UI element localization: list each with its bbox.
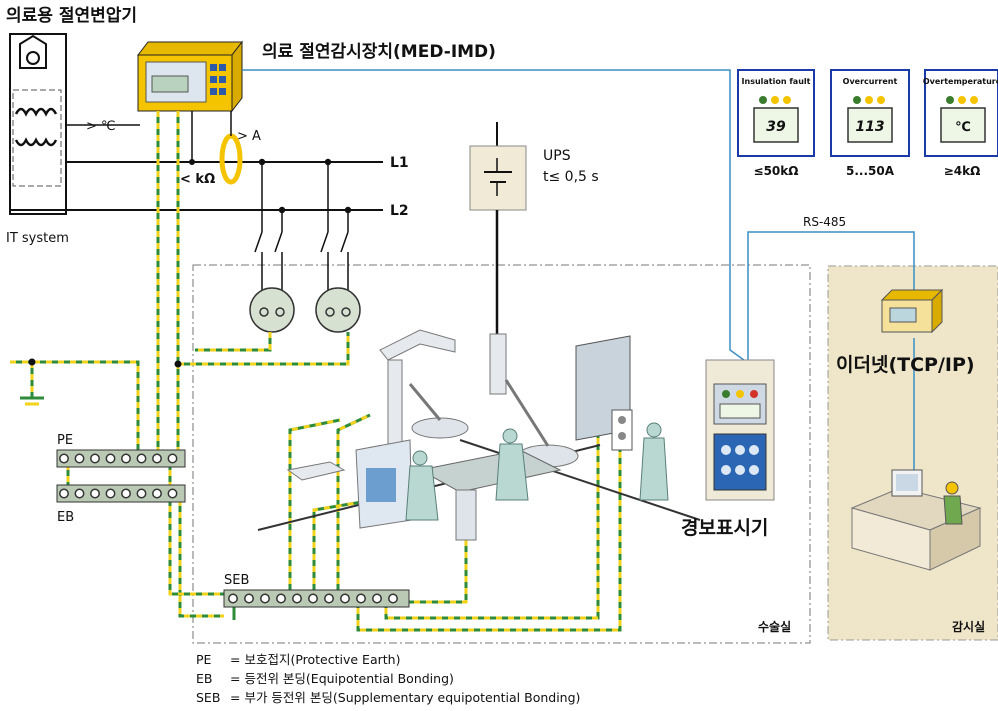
bar-terminal — [167, 488, 178, 499]
bar-terminal — [340, 593, 350, 604]
workstation — [850, 469, 982, 571]
bar-terminal — [121, 488, 131, 499]
bar-terminal — [90, 453, 100, 464]
eb-bar — [56, 484, 186, 503]
bar-terminal — [121, 453, 131, 464]
ethernet-label: 이더넷(TCP/IP) — [836, 354, 975, 376]
bar-terminal — [136, 453, 147, 464]
bar-terminal — [90, 488, 100, 499]
bar-terminal — [260, 593, 270, 604]
socket — [249, 287, 295, 333]
bar-terminal — [59, 453, 69, 464]
display-caption: ≥4kΩ — [944, 164, 981, 178]
legend-row: SEB= 부가 등전위 본딩(Supplementary equipotenti… — [196, 690, 581, 705]
temp-label: > ℃ — [86, 119, 116, 134]
rs485-link — [747, 231, 915, 368]
earth-symbol — [20, 396, 44, 406]
imd-device — [136, 40, 244, 113]
insulation-label: < kΩ — [180, 172, 215, 187]
alarm-panel — [705, 359, 775, 501]
bar-terminal — [324, 593, 334, 604]
legend-row: PE= 보호접지(Protective Earth) — [196, 652, 401, 667]
current-transformer — [219, 133, 243, 185]
pe-label: PE — [57, 433, 73, 448]
legend-row: EB= 등전위 본딩(Equipotential Bonding) — [196, 671, 454, 686]
ups-unit — [469, 145, 527, 211]
display-insulation: Insulation fault 39 — [737, 69, 815, 157]
bar-terminal — [388, 593, 398, 604]
bar-terminal — [244, 593, 254, 604]
display-title: Overcurrent — [843, 77, 898, 86]
seb-label: SEB — [224, 573, 249, 588]
bar-terminal — [356, 593, 366, 604]
transformer-title: 의료용 절연변압기 — [6, 5, 137, 26]
overcurrent-label: > A — [237, 129, 261, 144]
imd-alarm-link — [242, 69, 756, 369]
ups-time-label: t≤ 0,5 s — [543, 169, 599, 185]
bar-terminal — [292, 593, 302, 604]
bar-terminal — [105, 453, 116, 464]
rs485-label: RS-485 — [803, 215, 846, 229]
imd-title: 의료 절연감시장치(MED-IMD) — [262, 41, 496, 62]
bar-terminal — [308, 593, 318, 604]
display-reading: 113 — [855, 119, 884, 135]
bar-terminal — [152, 488, 162, 499]
l2-label: L2 — [390, 203, 409, 219]
display-caption: 5...50A — [846, 164, 895, 178]
bar-terminal — [105, 488, 116, 499]
ups-label: UPS — [543, 148, 571, 164]
legend: PE= 보호접지(Protective Earth) EB= 등전위 본딩(Eq… — [196, 650, 580, 707]
alarm-panel-label: 경보표시기 — [681, 517, 768, 539]
bar-terminal — [152, 453, 162, 464]
socket — [315, 287, 361, 333]
bar-terminal — [372, 593, 382, 604]
pe-bar — [56, 449, 186, 468]
display-caption: ≤50kΩ — [754, 164, 799, 178]
display-reading: 39 — [766, 119, 786, 135]
bar-terminal — [59, 488, 69, 499]
it-system-label: IT system — [6, 231, 69, 246]
bar-terminal — [136, 488, 147, 499]
bar-terminal — [276, 593, 286, 604]
ethernet-gateway — [880, 288, 944, 334]
socket-circuit — [254, 158, 352, 290]
operating-room-label: 수술실 — [758, 619, 791, 634]
bar-terminal — [74, 488, 85, 499]
bar-terminal — [167, 453, 178, 464]
display-reading: ℃ — [955, 120, 971, 135]
display-overcurrent: Overcurrent 113 — [830, 69, 910, 157]
display-title: Insulation fault — [742, 77, 811, 86]
display-title: Overtemperature — [923, 77, 998, 86]
ground-wires — [10, 111, 622, 632]
isolation-transformer — [9, 33, 67, 215]
bar-terminal — [228, 593, 238, 604]
l1-label: L1 — [390, 155, 409, 171]
operating-room-illustration — [257, 329, 701, 541]
bar-terminal — [74, 453, 85, 464]
eb-label: EB — [57, 510, 74, 525]
monitoring-room-label: 감시실 — [952, 619, 985, 634]
display-overtemperature: Overtemperature ℃ — [923, 69, 998, 157]
operating-room-boundary — [192, 264, 811, 644]
